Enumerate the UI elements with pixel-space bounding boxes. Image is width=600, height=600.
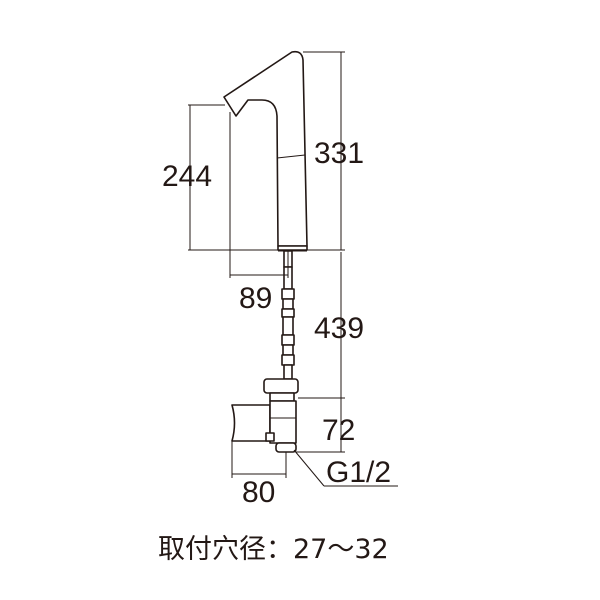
mounting-hole-caption: 取付穴径：27～32 (158, 534, 389, 565)
thread-leader-diagonal (293, 449, 325, 487)
hose-ferrule (281, 334, 295, 346)
hose-ferrule (281, 354, 295, 366)
label-g12: G1/2 (326, 456, 391, 489)
dimension-labels: 244 331 89 439 72 80 G1/2 (162, 137, 391, 509)
valve-body (231, 378, 299, 453)
valve-side-nub (265, 432, 275, 442)
label-331: 331 (314, 137, 364, 170)
faucet-body (223, 50, 308, 252)
hose-segment (282, 344, 294, 356)
hose-ferrule (281, 288, 295, 300)
label-80: 80 (242, 476, 275, 509)
spout-tip-line (223, 96, 237, 117)
label-439: 439 (314, 312, 364, 345)
hose-ferrule (281, 308, 295, 318)
hose-segment (282, 298, 294, 310)
faucet-base (277, 245, 308, 251)
hose-segment (282, 316, 294, 336)
label-89: 89 (239, 282, 272, 315)
dimension-lines (188, 51, 398, 487)
valve-neck (269, 392, 295, 402)
label-72: 72 (322, 414, 355, 447)
valve-coupling (263, 378, 299, 394)
faucet-outline (223, 50, 308, 247)
valve-inlet-stub (231, 404, 271, 442)
column-seam (276, 154, 306, 159)
valve-outlet (275, 442, 297, 453)
label-244: 244 (162, 160, 212, 193)
hose-segment (283, 364, 293, 380)
